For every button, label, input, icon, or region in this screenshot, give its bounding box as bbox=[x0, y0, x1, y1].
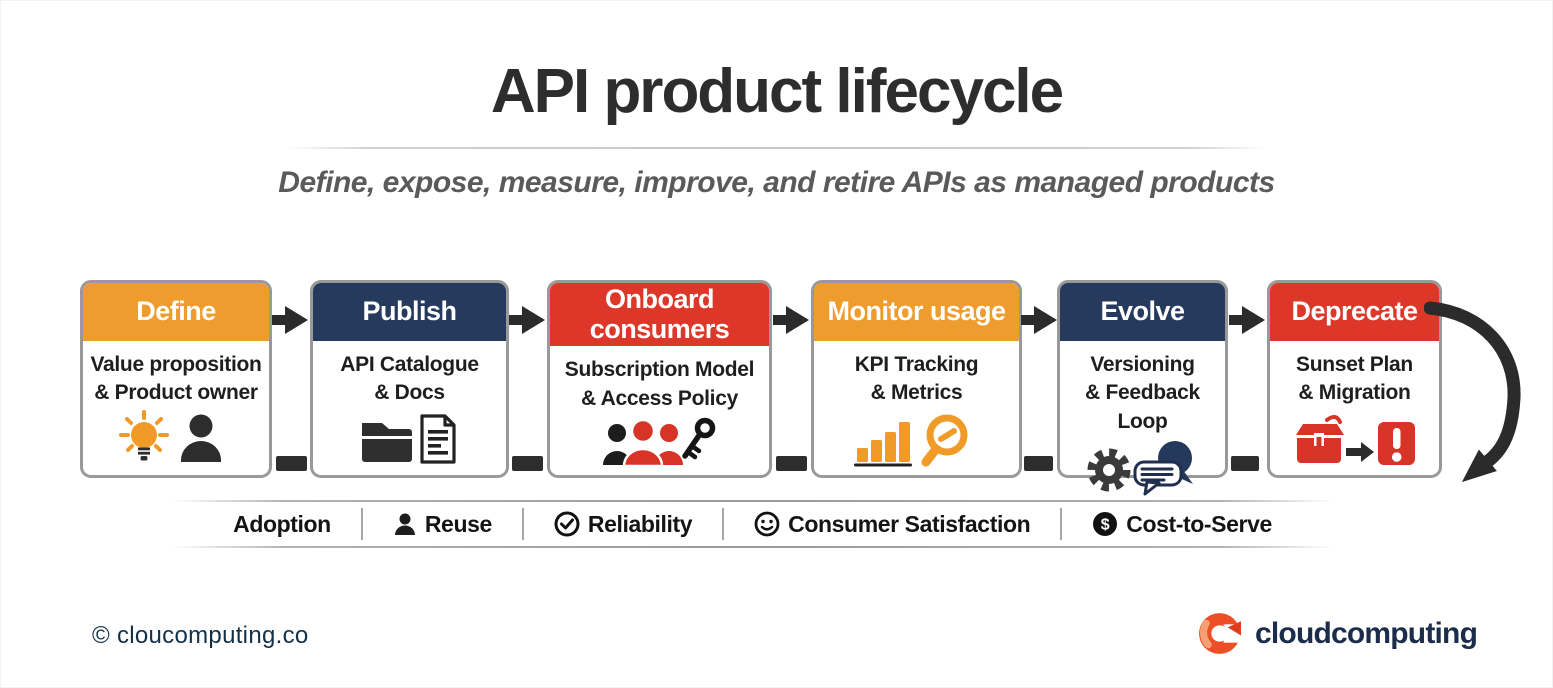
gear-icon bbox=[1087, 441, 1193, 496]
page-title: API product lifecycle bbox=[490, 57, 1064, 126]
metric-item-cost-to-serve: $ Cost-to-Serve bbox=[1092, 511, 1272, 538]
flow-dash bbox=[1024, 456, 1053, 471]
stage-header-define: Define bbox=[83, 283, 269, 341]
brand-name: cloudcomputing bbox=[1255, 616, 1478, 650]
stage-description: API Catalogue & Docs bbox=[340, 351, 479, 408]
stage-body-publish: API Catalogue & Docs bbox=[313, 341, 506, 475]
stage-description-line2: & Migration bbox=[1298, 381, 1411, 405]
brand-logo: cloudcomputing bbox=[1196, 610, 1478, 657]
person-icon bbox=[181, 414, 221, 462]
metric-divider bbox=[722, 508, 725, 540]
consumers-group-icon bbox=[602, 417, 715, 467]
stage-header-evolve: Evolve bbox=[1060, 283, 1225, 341]
metric-divider bbox=[1060, 508, 1063, 540]
stage-description: Versioning & Feedback Loop bbox=[1064, 351, 1221, 436]
stage-card-monitor-usage: Monitor usage KPI Tracking & Metrics bbox=[811, 280, 1022, 478]
lightbulb-icon bbox=[119, 410, 221, 462]
metric-item-adoption: Adoption bbox=[233, 511, 331, 538]
metric-item-reliability: Reliability bbox=[554, 510, 693, 538]
metric-divider bbox=[521, 508, 524, 540]
flow-arrow-icon bbox=[1021, 306, 1057, 334]
loop-arrow-icon bbox=[1424, 301, 1521, 483]
stage-description-line2: & Access Policy bbox=[581, 386, 738, 410]
flow-dash bbox=[776, 456, 807, 471]
stage-description-line1: Versioning bbox=[1090, 353, 1195, 376]
stage-description-line2: & Product owner bbox=[94, 381, 258, 405]
metric-divider bbox=[360, 508, 363, 540]
metric-label: Reliability bbox=[587, 510, 693, 537]
svg-text:$: $ bbox=[1101, 517, 1110, 534]
bar-chart-icon bbox=[853, 414, 967, 467]
metric-item-reuse: Reuse bbox=[393, 511, 492, 538]
stage-description-line1: KPI Tracking bbox=[854, 353, 979, 376]
folder-icon bbox=[361, 414, 456, 464]
check-circle-icon bbox=[554, 511, 580, 537]
stage-card-onboard-consumers: Onboard consumers Subscription Model & A… bbox=[547, 280, 772, 478]
stage-card-evolve: Evolve Versioning & Feedback Loop bbox=[1057, 280, 1228, 496]
stage-description-line1: Sunset Plan bbox=[1296, 353, 1413, 376]
stage-description-line2: & Feedback Loop bbox=[1085, 381, 1200, 433]
dollar-circle-icon: $ bbox=[1093, 512, 1118, 536]
stage-body-onboard-consumers: Subscription Model & Access Policy bbox=[550, 346, 769, 475]
stage-body-deprecate: Sunset Plan & Migration bbox=[1270, 341, 1439, 475]
stage-card-define: Define Value proposition & Product owner bbox=[80, 280, 272, 478]
flow-dash bbox=[276, 456, 307, 471]
person-icon bbox=[394, 513, 415, 535]
stage-description-line1: Subscription Model bbox=[564, 358, 755, 382]
stage-card-deprecate: Deprecate Sunset Plan & Migration bbox=[1267, 280, 1442, 478]
title-divider bbox=[288, 147, 1266, 149]
flow-arrow-icon bbox=[272, 306, 308, 334]
stage-header-publish: Publish bbox=[313, 283, 506, 341]
stage-header-deprecate: Deprecate bbox=[1270, 283, 1439, 341]
stage-body-define: Value proposition & Product owner bbox=[83, 341, 269, 475]
metric-label: Cost-to-Serve bbox=[1126, 510, 1272, 537]
stage-description: KPI Tracking & Metrics bbox=[855, 351, 979, 408]
c-logo-icon bbox=[1199, 613, 1243, 654]
metric-label: Consumer Satisfaction bbox=[788, 510, 1031, 537]
smiley-icon bbox=[754, 511, 780, 537]
stage-description-line1: Value proposition bbox=[90, 353, 262, 376]
metric-label: Adoption bbox=[233, 510, 331, 537]
flow-arrow-icon bbox=[1229, 306, 1265, 334]
stage-description-line2: & Metrics bbox=[870, 381, 963, 405]
metric-label: Reuse bbox=[424, 510, 492, 537]
transition-arrow-icon bbox=[1345, 442, 1374, 462]
stage-body-evolve: Versioning & Feedback Loop bbox=[1060, 341, 1225, 504]
sunset-box-icon bbox=[1295, 415, 1415, 465]
key-icon bbox=[681, 417, 715, 460]
footer-copyright: © cloucomputing.co bbox=[92, 622, 309, 649]
metric-item-consumer-satisfaction: Consumer Satisfaction bbox=[754, 510, 1031, 538]
stage-description: Value proposition & Product owner bbox=[90, 351, 261, 408]
chat-bubbles-icon bbox=[1133, 441, 1193, 496]
stage-card-publish: Publish API Catalogue & Docs bbox=[310, 280, 509, 478]
stage-body-monitor-usage: KPI Tracking & Metrics bbox=[814, 341, 1019, 475]
stage-description: Subscription Model & Access Policy bbox=[564, 356, 755, 413]
metrics-band: Adoption Reuse Reliability bbox=[170, 500, 1335, 548]
flow-dash bbox=[512, 456, 543, 471]
document-icon bbox=[419, 414, 456, 464]
page-subtitle: Define, expose, measure, improve, and re… bbox=[278, 166, 1275, 199]
stage-description: Sunset Plan & Migration bbox=[1296, 351, 1413, 408]
stage-header-onboard-consumers: Onboard consumers bbox=[550, 283, 769, 347]
flow-arrow-icon bbox=[509, 306, 545, 334]
stage-header-monitor-usage: Monitor usage bbox=[814, 283, 1019, 341]
magnifier-icon bbox=[921, 414, 967, 467]
warning-exclamation-icon bbox=[1377, 422, 1415, 465]
stage-description-line1: API Catalogue bbox=[340, 353, 479, 376]
flow-arrow-icon bbox=[773, 306, 809, 334]
stage-description-line2: & Docs bbox=[374, 381, 445, 405]
flow-dash bbox=[1231, 456, 1259, 471]
